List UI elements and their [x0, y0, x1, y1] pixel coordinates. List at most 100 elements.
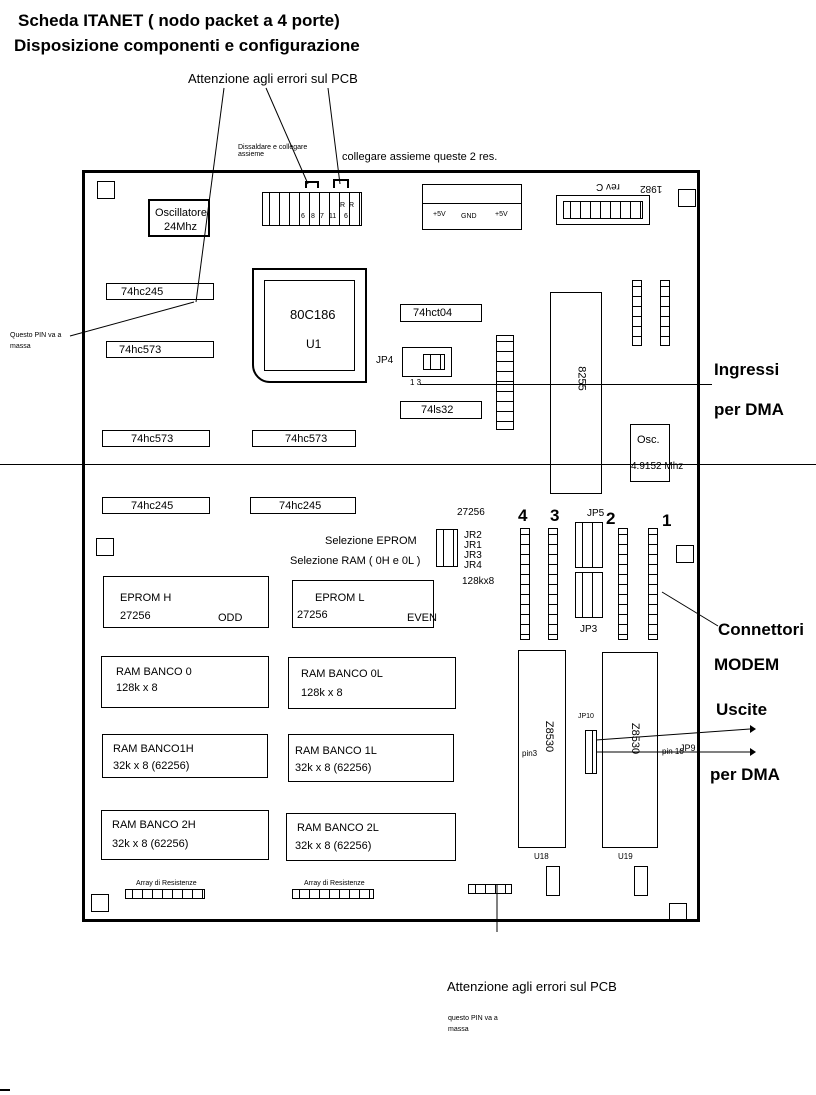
power-gnd-label: GND — [461, 213, 477, 220]
ram-banco-1h: RAM BANCO1H 32k x 8 (62256) — [102, 734, 268, 778]
vertical-header-mid — [496, 335, 514, 430]
res-label-4: 11 — [329, 213, 337, 220]
ram-banco-1l-size: 32k x 8 (62256) — [295, 762, 372, 774]
mounting-hole-top-right — [678, 189, 696, 207]
u19-label: U19 — [618, 852, 633, 861]
chip-74hc245-1: 74hc245 — [106, 283, 214, 300]
port-4-label: 4 — [518, 506, 528, 525]
chip-z8530-1: Z8530 — [518, 650, 566, 848]
jp5-jumper[interactable] — [575, 522, 603, 568]
mounting-hole-bottom-left — [91, 894, 109, 912]
power-5v-b-label: +5V — [495, 211, 508, 218]
uscite-label: Uscite — [716, 700, 768, 719]
connettori-label: Connettori — [718, 620, 804, 639]
array-left-label: Array di Resistenze — [136, 880, 197, 887]
jp3-jumper[interactable] — [575, 572, 603, 618]
jr3-label: JR3 — [464, 550, 482, 561]
eprom-l-even: EVEN — [407, 612, 437, 624]
res-label-6: R — [349, 202, 355, 209]
mounting-hole-mid-right — [676, 545, 694, 563]
chip-74hct04: 74hct04 — [400, 304, 482, 322]
chip-74hc245-3-label: 74hc245 — [279, 500, 322, 512]
modem-connector-4 — [520, 528, 530, 640]
ram-banco-0l-label: RAM BANCO 0L — [301, 668, 383, 680]
res-label-7: 6 — [344, 213, 348, 220]
page-title-line-2: Disposizione componenti e configurazione — [14, 36, 360, 55]
pin-massa-note-left: Questo PIN va a massa — [10, 332, 62, 351]
per-dma-in-label: per DMA — [714, 400, 784, 419]
jr-jumper-block[interactable] — [436, 529, 458, 567]
eprom-l-label: EPROM L — [315, 592, 365, 604]
ram-banco-0l: RAM BANCO 0L 128k x 8 — [288, 657, 456, 709]
pin-massa-note-bottom: questo PIN va a massa — [448, 1015, 498, 1034]
pcb-error-note-bottom: Attenzione agli errori sul PCB — [447, 979, 617, 994]
eprom-h-type: 27256 — [120, 610, 151, 622]
cpu-label: 80C186 — [290, 307, 336, 322]
top-right-header-pins — [563, 201, 643, 219]
ram-banco-1h-size: 32k x 8 (62256) — [113, 760, 190, 772]
chip-74hc573-1-label: 74hc573 — [119, 344, 162, 356]
jr4-label: JR4 — [464, 560, 482, 571]
per-dma-out-label: per DMA — [710, 765, 780, 784]
sel-ram-label: Selezione RAM ( 0H e 0L ) — [290, 555, 421, 567]
horizontal-guide-line — [0, 464, 816, 465]
ram-banco-2l-label: RAM BANCO 2L — [297, 822, 379, 834]
dissaldare-note: Dissaldare e collegare assieme — [238, 144, 308, 158]
cpu-80c186: 80C186 U1 — [252, 268, 367, 383]
pin3-label: pin3 — [522, 749, 538, 758]
pcb-error-note-top: Attenzione agli errori sul PCB — [188, 71, 358, 86]
ingressi-label: Ingressi — [714, 360, 780, 379]
port-3-label: 3 — [550, 506, 560, 525]
ram-banco-0l-size: 128k x 8 — [301, 687, 343, 699]
jp4-label: JP4 — [376, 355, 394, 366]
modem-connector-2 — [618, 528, 628, 640]
res-label-1: 6 — [301, 213, 305, 220]
cpu-ref-label: U1 — [306, 337, 322, 351]
res-label-2: 8 — [311, 213, 315, 220]
oscillator-freq-label: 24Mhz — [164, 221, 198, 233]
chip-74hc573-2-label: 74hc573 — [131, 433, 174, 445]
eprom-l: EPROM L 27256 EVEN — [292, 580, 437, 628]
bottom-jumper — [468, 884, 512, 894]
ram-banco-2l-size: 32k x 8 (62256) — [295, 840, 372, 852]
eprom-h: EPROM H 27256 ODD — [103, 576, 269, 628]
chip-74hc245-2-label: 74hc245 — [131, 500, 174, 512]
collegare-note: collegare assieme queste 2 res. — [342, 151, 498, 163]
ram-type-label: 128kx8 — [462, 576, 495, 587]
sel-eprom-label: Selezione EPROM — [325, 535, 417, 547]
ram-banco-1l: RAM BANCO 1L 32k x 8 (62256) — [288, 734, 454, 782]
page-title-line-1: Scheda ITANET ( nodo packet a 4 porte) — [18, 11, 340, 30]
jr1-label: JR1 — [464, 540, 482, 551]
ram-banco-0h-size: 128k x 8 — [116, 682, 158, 694]
power-5v-a-label: +5V — [433, 211, 446, 218]
resistor-block — [262, 192, 362, 226]
oscillator-label: Oscillatore — [155, 207, 207, 219]
transistor-u19 — [634, 866, 648, 896]
ram-banco-2h: RAM BANCO 2H 32k x 8 (62256) — [101, 810, 269, 860]
eprom-l-type: 27256 — [297, 609, 328, 621]
port-1-label: 1 — [662, 511, 672, 530]
connector-right-1 — [632, 280, 642, 346]
chip-74hc245-3: 74hc245 — [250, 497, 356, 514]
modem-connector-3 — [548, 528, 558, 640]
jp4-pins — [423, 354, 445, 370]
mounting-hole-bottom-right — [669, 903, 687, 921]
array-right-label: Array di Resistenze — [304, 880, 365, 887]
ram-banco-2l: RAM BANCO 2L 32k x 8 (62256) — [286, 813, 456, 861]
chip-74ls32-label: 74ls32 — [421, 404, 454, 416]
chip-74hc573-3-label: 74hc573 — [285, 433, 328, 445]
res-label-3: 7 — [320, 213, 324, 220]
resistor-array-left — [125, 889, 205, 899]
pcb-board — [82, 170, 700, 922]
power-connector-divider — [422, 203, 522, 204]
chip-74hc245-1-label: 74hc245 — [121, 286, 164, 298]
jp5-label: JP5 — [587, 508, 605, 519]
jp10-label: JP10 — [578, 713, 594, 720]
jp3-label: JP3 — [580, 624, 598, 635]
jp4-jumper[interactable] — [402, 347, 452, 377]
chip-8255: 8255 — [550, 292, 602, 494]
ram-banco-2h-size: 32k x 8 (62256) — [112, 838, 189, 850]
cpu-inner — [264, 280, 355, 371]
modem-connector-1 — [648, 528, 658, 640]
transistor-u18 — [546, 866, 560, 896]
